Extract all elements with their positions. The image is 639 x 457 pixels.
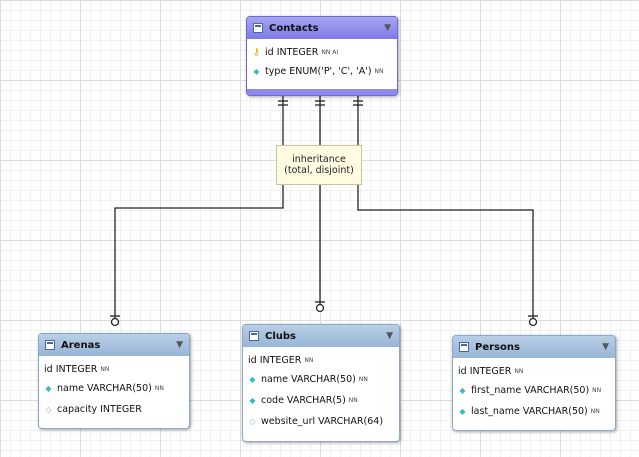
table-icon bbox=[249, 331, 259, 341]
column-row[interactable]: ◆ last_name VARCHAR(50) NN bbox=[453, 401, 615, 422]
arenas-table-header[interactable]: Arenas ▼ bbox=[39, 334, 189, 356]
column-name: name VARCHAR(50) bbox=[57, 383, 152, 394]
hollow-diamond-icon: ◇ bbox=[45, 405, 52, 414]
key-icon: ⚷ bbox=[252, 46, 261, 58]
column-name: id INTEGER bbox=[265, 46, 319, 58]
column-name: last_name VARCHAR(50) bbox=[471, 406, 588, 417]
persons-table[interactable]: Persons ▼ id INTEGER NN ◆ first_name VAR… bbox=[452, 335, 616, 431]
diamond-icon: ◆ bbox=[253, 67, 260, 76]
column-name: code VARCHAR(5) bbox=[261, 395, 346, 406]
column-name: id INTEGER bbox=[248, 354, 302, 366]
collapse-arrow-icon[interactable]: ▼ bbox=[384, 23, 391, 33]
table-title: Clubs bbox=[265, 330, 296, 342]
diamond-icon: ◆ bbox=[249, 396, 256, 405]
clubs-table[interactable]: Clubs ▼ id INTEGER NN ◆ name VARCHAR(50)… bbox=[242, 324, 400, 442]
column-name: type ENUM('P', 'C', 'A') bbox=[265, 66, 372, 77]
collapse-arrow-icon[interactable]: ▼ bbox=[386, 331, 393, 341]
column-name: first_name VARCHAR(50) bbox=[471, 385, 590, 396]
column-row[interactable]: ◆ name VARCHAR(50) NN bbox=[243, 369, 399, 390]
collapse-arrow-icon[interactable]: ▼ bbox=[602, 342, 609, 352]
contacts-table[interactable]: Contacts ▼ ⚷ id INTEGER NN AI ◆ type ENU… bbox=[246, 16, 398, 96]
column-flags: NN bbox=[348, 397, 358, 404]
column-flags: NN bbox=[100, 365, 110, 373]
column-row[interactable]: id INTEGER NN bbox=[243, 351, 399, 369]
table-icon bbox=[253, 23, 263, 33]
arenas-relationship-line bbox=[114, 95, 284, 322]
column-flags: NN bbox=[590, 408, 600, 415]
column-name: website_url VARCHAR(64) bbox=[261, 416, 384, 427]
inheritance-constraint: (total, disjoint) bbox=[284, 165, 354, 176]
column-row[interactable]: id INTEGER NN bbox=[39, 360, 189, 378]
column-row[interactable]: ◆ first_name VARCHAR(50) NN bbox=[453, 380, 615, 401]
inheritance-note[interactable]: inheritance (total, disjoint) bbox=[276, 145, 362, 185]
diamond-icon: ◆ bbox=[459, 386, 466, 395]
inheritance-label: inheritance bbox=[292, 154, 346, 165]
table-title: Arenas bbox=[61, 339, 101, 351]
table-footer bbox=[247, 89, 397, 95]
table-title: Contacts bbox=[269, 22, 319, 34]
persons-relationship-line bbox=[357, 95, 534, 322]
collapse-arrow-icon[interactable]: ▼ bbox=[176, 340, 183, 350]
persons-table-header[interactable]: Persons ▼ bbox=[453, 336, 615, 358]
column-flags: NN bbox=[304, 356, 314, 364]
column-flags: NN bbox=[374, 68, 384, 75]
column-row[interactable]: ⚷ id INTEGER NN AI bbox=[247, 43, 397, 61]
diamond-icon: ◆ bbox=[249, 375, 256, 384]
column-flags: NN bbox=[514, 367, 524, 375]
column-row[interactable]: ◆ code VARCHAR(5) NN bbox=[243, 390, 399, 411]
column-row[interactable]: ◇ capacity INTEGER bbox=[39, 399, 189, 420]
table-icon bbox=[459, 342, 469, 352]
column-flags: NN bbox=[592, 387, 602, 394]
column-name: capacity INTEGER bbox=[57, 404, 142, 415]
table-icon bbox=[45, 340, 55, 350]
clubs-table-header[interactable]: Clubs ▼ bbox=[243, 325, 399, 347]
diamond-icon: ◆ bbox=[459, 407, 466, 416]
column-name: id INTEGER bbox=[458, 365, 512, 377]
table-title: Persons bbox=[475, 341, 520, 353]
column-name: id INTEGER bbox=[44, 363, 98, 375]
column-flags: NN bbox=[358, 376, 368, 383]
column-row[interactable]: ◆ type ENUM('P', 'C', 'A') NN bbox=[247, 61, 397, 82]
column-row[interactable]: ◇ website_url VARCHAR(64) bbox=[243, 411, 399, 432]
column-name: name VARCHAR(50) bbox=[261, 374, 356, 385]
hollow-diamond-icon: ◇ bbox=[249, 417, 256, 426]
column-row[interactable]: ◆ name VARCHAR(50) NN bbox=[39, 378, 189, 399]
column-flags: NN bbox=[154, 385, 164, 392]
arenas-table[interactable]: Arenas ▼ id INTEGER NN ◆ name VARCHAR(50… bbox=[38, 333, 190, 429]
diamond-icon: ◆ bbox=[45, 384, 52, 393]
column-row[interactable]: id INTEGER NN bbox=[453, 362, 615, 380]
contacts-table-header[interactable]: Contacts ▼ bbox=[247, 17, 397, 39]
column-flags: NN AI bbox=[321, 48, 339, 56]
